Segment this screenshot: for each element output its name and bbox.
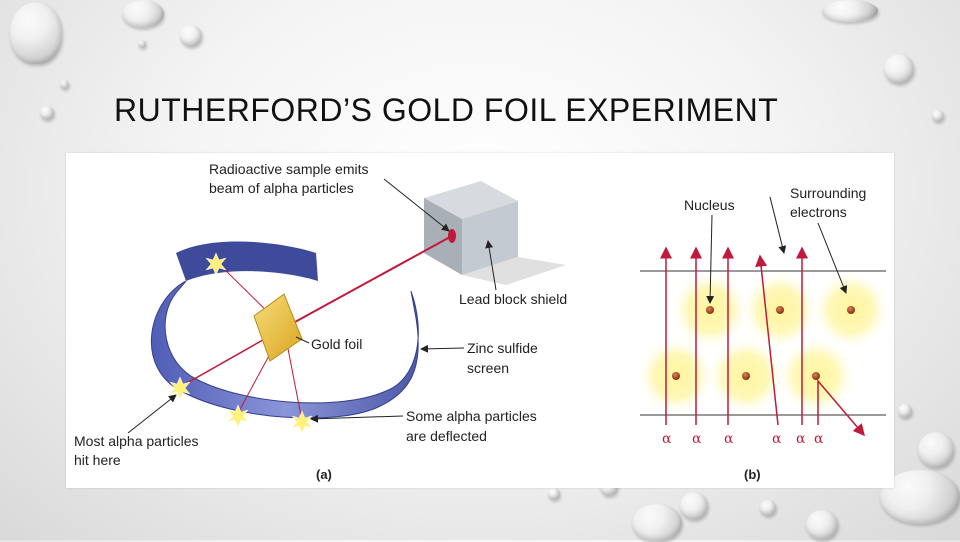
nuclei: [672, 306, 855, 380]
label-zinc-line2: screen: [467, 360, 509, 376]
water-drop-icon: [138, 40, 146, 48]
experiment-figure: Radioactive sample emits beam of alpha p…: [66, 153, 894, 488]
label-deflected-line1: Some alpha particles: [406, 408, 537, 424]
water-drop-icon: [898, 404, 912, 418]
water-drop-icon: [10, 2, 62, 64]
water-drop-icon: [680, 492, 708, 520]
alpha-track-6: [817, 378, 865, 437]
water-drop-icon: [122, 0, 164, 28]
gold-foil: [253, 293, 303, 362]
water-drop-icon: [548, 488, 560, 500]
label-zinc-line1: Zinc sulfide: [467, 340, 538, 356]
label-electrons-line2: electrons: [790, 204, 847, 220]
scintillation-flash-icon: [169, 376, 191, 400]
caption-a: (a): [316, 467, 332, 482]
alpha-beam: [283, 236, 451, 329]
water-drop-icon: [180, 25, 202, 47]
alpha-symbol-2: α: [692, 431, 702, 447]
zinc-sulfide-screen-back: [176, 241, 318, 281]
label-radioactive-line2: beam of alpha particles: [209, 180, 354, 196]
alpha-symbol-1: α: [662, 431, 672, 447]
caption-b: (b): [744, 467, 761, 482]
label-lead-block: Lead block shield: [459, 291, 567, 307]
scintillation-flash-icon: [227, 404, 249, 428]
label-most-line2: hit here: [74, 452, 121, 468]
water-drop-icon: [884, 54, 914, 84]
slide-title: RUTHERFORD’S GOLD FOIL EXPERIMENT: [114, 92, 779, 128]
label-nucleus: Nucleus: [684, 197, 735, 213]
water-drop-icon: [60, 80, 69, 89]
scintillation-flash-icon: [205, 252, 227, 276]
water-drop-icon: [806, 510, 838, 540]
water-drop-icon: [918, 432, 954, 468]
alpha-symbol-5: α: [796, 431, 806, 447]
water-drop-icon: [822, 0, 878, 22]
alpha-symbol-3: α: [724, 431, 734, 447]
lead-block-shield: [424, 181, 566, 285]
water-drop-icon: [632, 504, 682, 542]
water-drop-icon: [760, 500, 776, 516]
experiment-diagram: Radioactive sample emits beam of alpha p…: [74, 161, 891, 482]
label-radioactive-line1: Radioactive sample emits: [209, 161, 369, 177]
label-electrons-line1: Surrounding: [790, 185, 866, 201]
water-drop-icon: [932, 110, 944, 122]
alpha-track-4: [755, 254, 779, 426]
label-gold-foil: Gold foil: [311, 336, 362, 352]
water-drop-icon: [40, 106, 54, 120]
label-most-line1: Most alpha particles: [74, 433, 199, 449]
alpha-symbol-4: α: [772, 431, 782, 447]
label-deflected-line2: are deflected: [406, 428, 487, 444]
alpha-symbol-6: α: [814, 431, 824, 447]
